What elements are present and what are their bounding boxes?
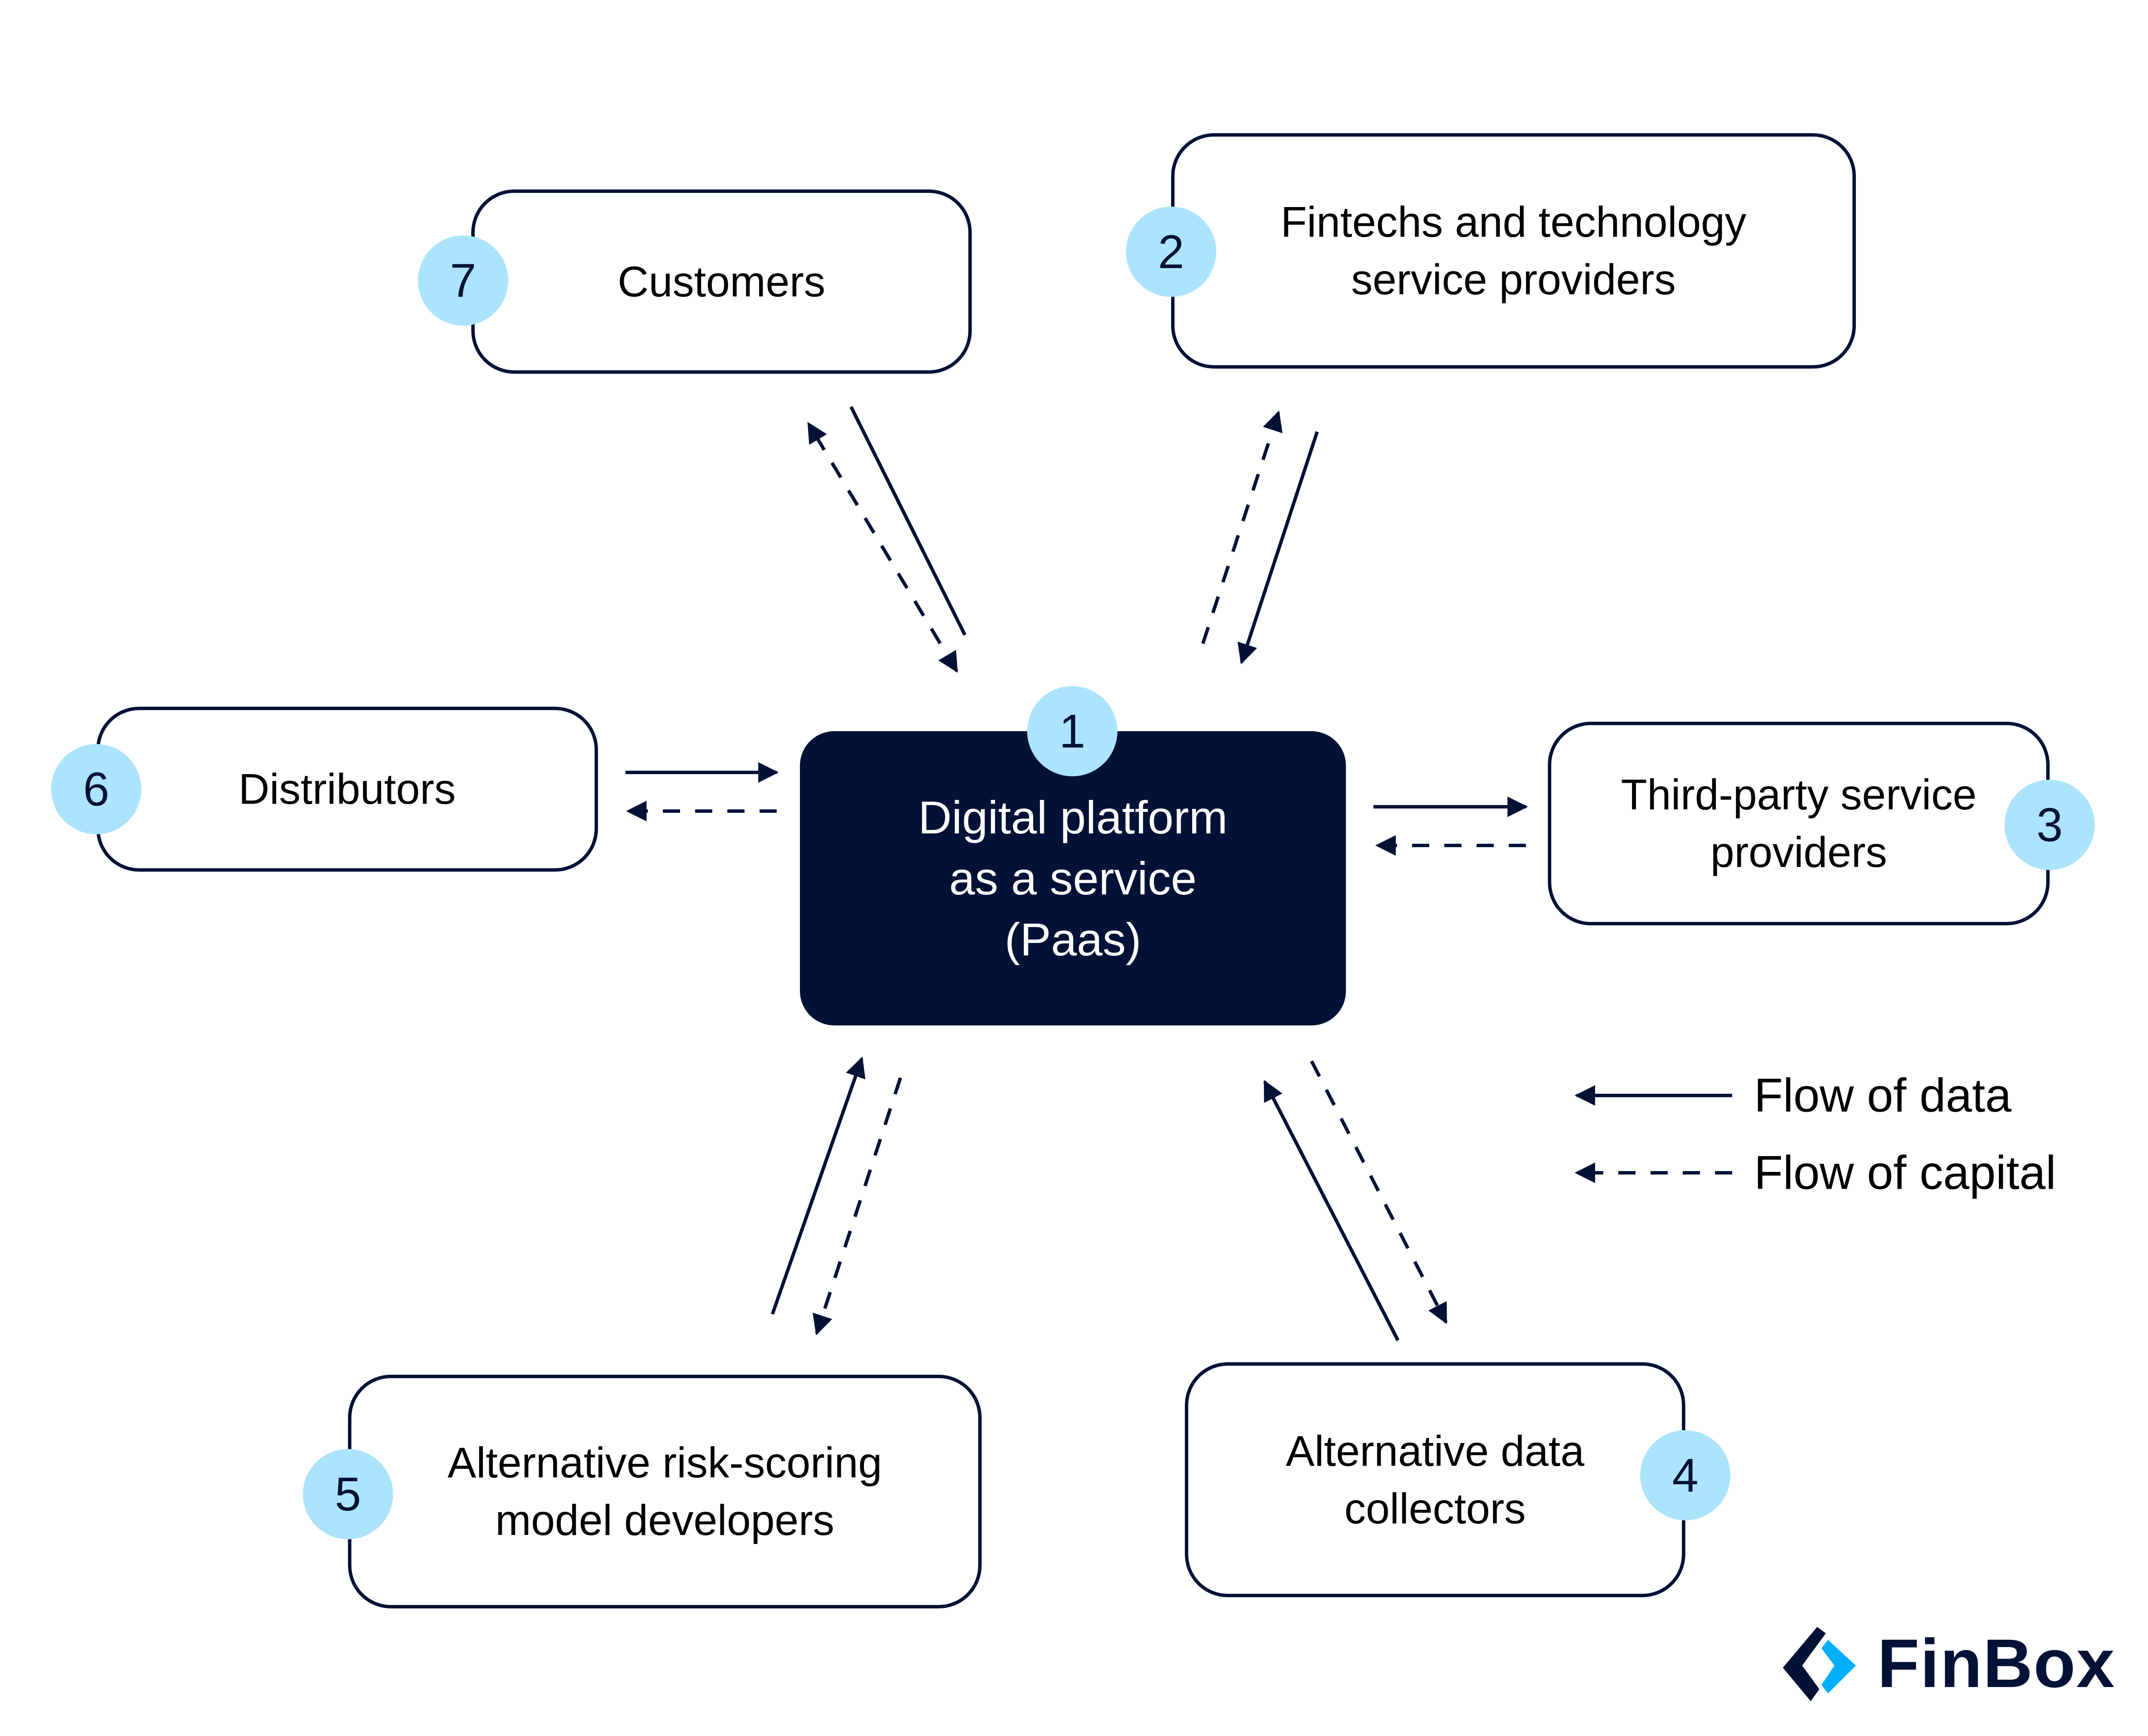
- finbox-logo: FinBox: [1779, 1624, 2115, 1703]
- badge-3: 3: [2005, 780, 2095, 870]
- badge-6: 6: [51, 744, 141, 834]
- fintechs-data-arrow: [1237, 431, 1319, 665]
- node-central-platform: Digital platform as a service (Paas): [800, 731, 1346, 1025]
- node-fintechs: Fintechs and technology service provider…: [1171, 133, 1856, 369]
- alt-risk-label: Alternative risk-scoring model developer…: [447, 1439, 882, 1544]
- badge-5: 5: [303, 1449, 393, 1539]
- alt-data-label: Alternative data collectors: [1286, 1427, 1584, 1533]
- alt-risk-data-arrow: [771, 1056, 866, 1315]
- node-alt-risk: Alternative risk-scoring model developer…: [348, 1375, 982, 1608]
- badge-1: 1: [1027, 686, 1117, 776]
- badge-4: 4: [1640, 1430, 1730, 1520]
- alt-data-capital-arrow: [1310, 1060, 1448, 1324]
- legend-capital-label: Flow of capital: [1754, 1146, 2056, 1199]
- alt-risk-capital-arrow: [812, 1077, 902, 1336]
- node-distributors: Distributors: [96, 707, 598, 872]
- badge-2: 2: [1126, 207, 1216, 297]
- fintechs-capital-arrow: [1201, 410, 1283, 644]
- central-label: Digital platform as a service (Paas): [918, 791, 1228, 965]
- distributors-label: Distributors: [238, 765, 456, 813]
- node-customers: Customers: [471, 189, 972, 374]
- third-party-label: Third-party service providers: [1621, 771, 1977, 876]
- node-alt-data: Alternative data collectors: [1185, 1362, 1685, 1597]
- badge-7: 7: [418, 235, 508, 326]
- customers-label: Customers: [617, 257, 826, 306]
- node-third-party: Third-party service providers: [1548, 722, 2050, 925]
- customers-capital-arrow: [807, 421, 958, 673]
- alt-data-data-arrow: [1263, 1080, 1400, 1341]
- finbox-logo-icon: [1783, 1627, 1856, 1701]
- finbox-logo-text: FinBox: [1877, 1625, 2116, 1702]
- legend-data-label: Flow of data: [1754, 1069, 2012, 1122]
- fintechs-label: Fintechs and technology service provider…: [1280, 198, 1747, 304]
